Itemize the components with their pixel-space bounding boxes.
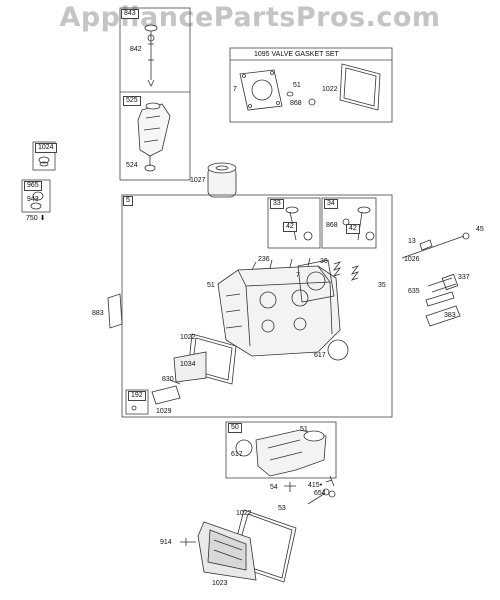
valve-gasket-set-box: [229, 47, 393, 123]
label-53: 53: [278, 505, 286, 512]
breather-plate-icon: [173, 351, 207, 383]
rocker-cover-gasket-icon: [339, 63, 381, 111]
label-635: 635: [408, 288, 420, 295]
label-830: 830: [162, 376, 174, 383]
label-42b: 42: [346, 224, 360, 234]
pushrod-icon: [401, 232, 470, 259]
label-1022a: 1022: [322, 86, 338, 93]
label-5: 5: [123, 196, 133, 206]
part-33-box: [267, 197, 321, 249]
label-1029: 1029: [156, 408, 172, 415]
label-842: 842: [130, 46, 142, 53]
label-51a: 51: [293, 82, 301, 89]
valve-seal-icon: [286, 91, 316, 106]
arrow-down-icon: ⬇: [37, 215, 46, 222]
label-50: 50: [228, 423, 242, 433]
label-750: 750 ⬇: [26, 215, 46, 223]
label-13: 13: [408, 238, 416, 245]
breather-gasket-icon: [107, 293, 123, 329]
label-337: 337: [458, 274, 470, 281]
screw-icon: [284, 475, 336, 505]
label-1024: 1024: [35, 143, 57, 153]
bullet-icon: •: [319, 482, 323, 489]
label-750-text: 750: [26, 215, 38, 222]
label-33: 33: [270, 199, 284, 209]
label-617b: 617: [231, 451, 243, 458]
label-883: 883: [92, 310, 104, 317]
intake-manifold-box: [225, 421, 337, 479]
label-1027: 1027: [190, 177, 206, 184]
label-45: 45: [476, 226, 484, 233]
label-1022b: 1022: [180, 334, 196, 341]
label-868b: 868: [326, 222, 338, 229]
head-gasket-icon: [239, 69, 283, 111]
label-54: 54: [270, 484, 278, 491]
oring-icon: [327, 339, 349, 361]
label-415-text: 415: [308, 482, 320, 489]
label-617a: 617: [314, 352, 326, 359]
label-51b: 51: [207, 282, 215, 289]
intake-manifold-icon: [255, 429, 327, 477]
part-192-box: [125, 389, 149, 415]
valve-gasket-set-title: 1095 VALVE GASKET SET: [254, 51, 339, 58]
label-525: 525: [123, 96, 141, 106]
rocker-cover-icon: [197, 521, 257, 581]
label-965: 965: [24, 181, 42, 191]
label-868a: 868: [290, 100, 302, 107]
label-7b: 7: [296, 272, 300, 279]
label-35: 35: [378, 282, 386, 289]
label-236: 236: [258, 256, 270, 263]
label-383: 383: [444, 312, 456, 319]
cylinder-head-icon: [217, 257, 341, 357]
head-gasket-main-icon: [297, 259, 335, 303]
dipstick-assembly-box: [119, 7, 191, 181]
dipstick-tube-icon: [137, 102, 171, 172]
label-943: 943: [27, 196, 39, 203]
label-654: 654: [314, 490, 326, 497]
label-524: 524: [126, 162, 138, 169]
label-415: 415•: [308, 482, 322, 490]
label-7a: 7: [233, 86, 237, 93]
spring-icon: [332, 261, 360, 281]
part-1024-box: [32, 141, 56, 171]
label-34: 34: [324, 199, 338, 209]
reed-plate-icon: [151, 379, 181, 405]
label-42a: 42: [283, 222, 297, 232]
part-34-box: [321, 197, 377, 249]
bolt-icon: [180, 538, 196, 546]
spark-plug-lead-icon: [425, 291, 461, 327]
manifold-gasket-icon: [235, 439, 253, 457]
label-36: 36: [320, 258, 328, 265]
label-51c: 51: [300, 426, 308, 433]
cylinder-head-box: [121, 194, 393, 418]
oil-filter-icon: [207, 162, 237, 198]
spark-plug-icon: [427, 273, 459, 293]
label-192: 192: [128, 391, 146, 401]
label-1022c: 1022: [236, 510, 252, 517]
label-1026: 1026: [404, 256, 420, 263]
part-965-box: [21, 179, 51, 213]
dipstick-icon: [144, 24, 158, 87]
label-1023: 1023: [212, 580, 228, 587]
label-1034: 1034: [180, 361, 196, 368]
label-914: 914: [160, 539, 172, 546]
label-843: 843: [121, 9, 139, 19]
